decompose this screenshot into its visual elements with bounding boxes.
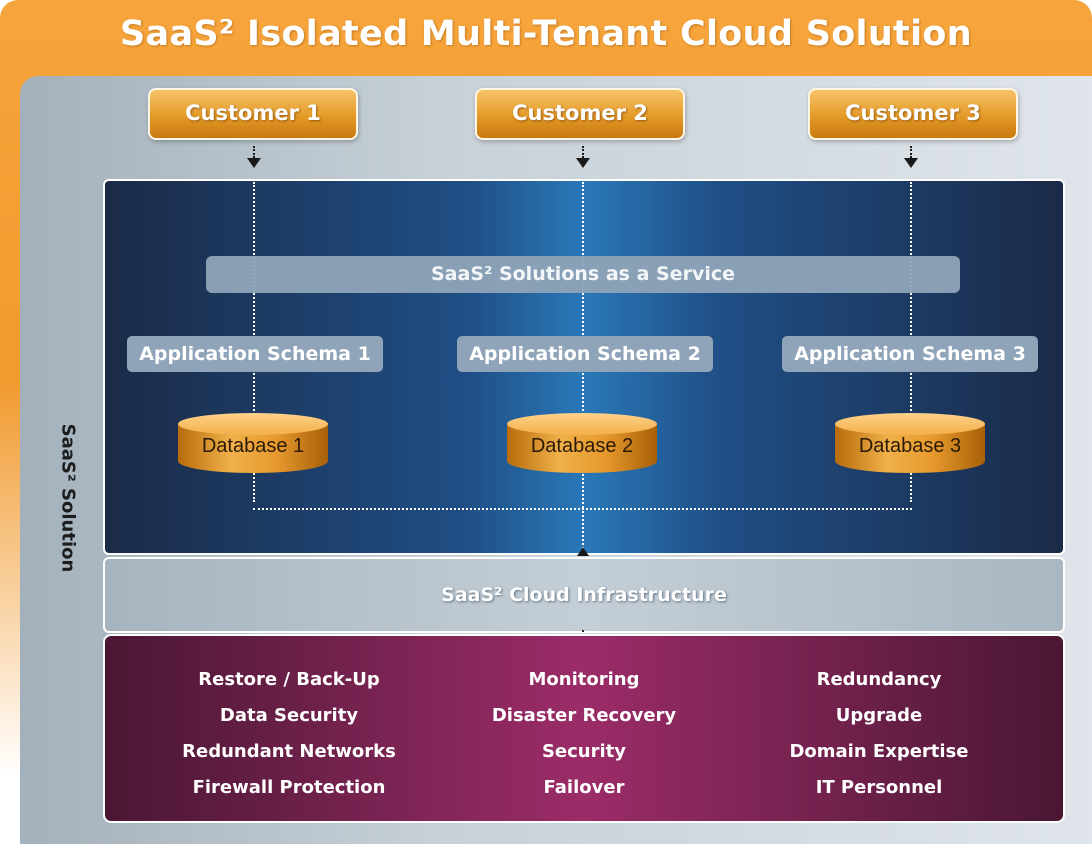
service-item: Redundant Networks [182,741,396,762]
service-item: Disaster Recovery [491,705,677,726]
service-item: IT Personnel [815,777,943,798]
customer-3-arrow-stem [910,146,912,158]
infra-connector-line [582,508,584,552]
database-3: Database 3 [835,413,985,473]
cloud-infrastructure-bar: SaaS² Cloud Infrastructure [103,557,1065,633]
database-top-icon [507,413,657,435]
service-item: Data Security [219,705,359,726]
application-schema-2: Application Schema 2 [457,336,713,372]
database-top-icon [835,413,985,435]
service-item: Failover [543,777,625,798]
database-1: Database 1 [178,413,328,473]
db-2-drop-line [582,474,584,508]
services-column-1: Restore / Back-Up Data Security Redundan… [129,662,449,806]
side-label: SaaS² Solution [57,423,79,573]
saas-service-bar: SaaS² Solutions as a Service [206,256,960,293]
customer-2-box: Customer 2 [475,88,685,140]
database-3-label: Database 3 [858,435,962,457]
service-item: Redundancy [816,669,942,690]
managed-services-panel: Restore / Back-Up Data Security Redundan… [103,634,1065,823]
customer-3-arrow-icon [904,158,918,168]
infra-arrow-icon [577,547,589,556]
service-item: Upgrade [835,705,923,726]
database-top-icon [178,413,328,435]
database-1-label: Database 1 [201,435,305,457]
customer-2-arrow-icon [576,158,590,168]
database-2: Database 2 [507,413,657,473]
service-item: Domain Expertise [789,741,969,762]
service-item: Monitoring [528,669,640,690]
application-schema-3: Application Schema 3 [782,336,1038,372]
service-item: Security [541,741,627,762]
services-column-3: Redundancy Upgrade Domain Expertise IT P… [719,662,1039,806]
service-item: Firewall Protection [192,777,386,798]
services-column-2: Monitoring Disaster Recovery Security Fa… [424,662,744,806]
service-item: Restore / Back-Up [198,669,380,690]
flow-line-2 [582,182,584,422]
customer-1-arrow-stem [253,146,255,158]
application-schema-1: Application Schema 1 [127,336,383,372]
customer-1-arrow-icon [247,158,261,168]
diagram-title: SaaS² Isolated Multi-Tenant Cloud Soluti… [120,14,972,54]
database-2-label: Database 2 [530,435,634,457]
customer-1-box: Customer 1 [148,88,358,140]
customer-3-box: Customer 3 [808,88,1018,140]
customer-2-arrow-stem [582,146,584,158]
